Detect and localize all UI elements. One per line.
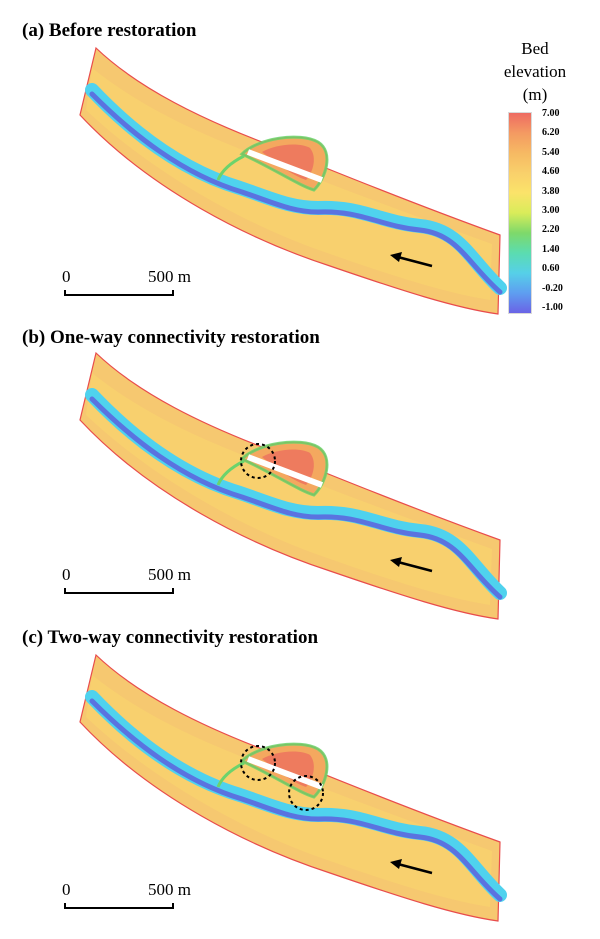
side-channel [216,761,245,788]
oxbow-rim [239,135,329,192]
levee-gap [246,454,324,488]
river-map-a [79,46,507,315]
scale-zero-label: 0 [62,880,71,899]
legend-label: 0.60 [542,263,560,275]
legend-label: 3.80 [542,185,560,197]
channel-thalweg [89,91,503,295]
legend-label: 5.40 [542,146,560,158]
river-map-b [79,351,507,620]
restoration-circle-lower [288,775,324,811]
legend-label: 6.20 [542,127,560,139]
legend-label: -0.20 [542,282,563,294]
river-map-c [79,653,507,922]
oxbow-rim [239,440,329,497]
scale-line [64,903,174,909]
legend-label: 3.00 [542,205,560,216]
scale-line [64,588,174,594]
side-channel [216,154,245,181]
legend-label: 1.40 [542,243,560,255]
panel-title-a: (a) Before restoration [22,20,197,41]
scale-bar-a: 0 500 m [62,267,222,301]
flow-direction-arrow [390,859,433,875]
channel-thalweg [89,698,503,902]
oxbow-rim [239,742,329,799]
restoration-circle-upper [240,443,276,479]
legend-label: 7.00 [542,108,560,119]
panel-title-b: (b) One-way connectivity restoration [22,327,320,348]
flow-direction-arrow [390,252,433,268]
floodplain-inner [86,373,492,605]
legend-color-bar [508,112,532,314]
scale-distance-label: 500 m [148,880,191,899]
flow-direction-arrow [390,557,433,573]
side-channel [216,459,245,486]
legend-title-line2: elevation [503,62,567,81]
scale-distance-label: 500 m [148,565,191,584]
legend-label: -1.00 [542,302,563,313]
levee-gap [246,149,324,183]
scale-zero-label: 0 [62,267,71,286]
scale-distance-label: 500 m [148,267,191,286]
legend-title-line3: (m) [522,85,548,104]
channel-thalweg [89,396,503,600]
floodplain-inner [86,68,492,300]
levee-gap [246,756,324,790]
scale-line [64,290,174,296]
restoration-circle-upper [240,745,276,781]
scale-bar-b: 0 500 m [62,565,222,599]
scale-bar-c: 0 500 m [62,880,222,914]
legend-title-line1: Bed [521,39,549,58]
legend-label: 4.60 [542,166,560,178]
scale-zero-label: 0 [62,565,71,584]
panel-title-c: (c) Two-way connectivity restoration [22,627,319,648]
legend-label: 2.20 [542,224,560,236]
